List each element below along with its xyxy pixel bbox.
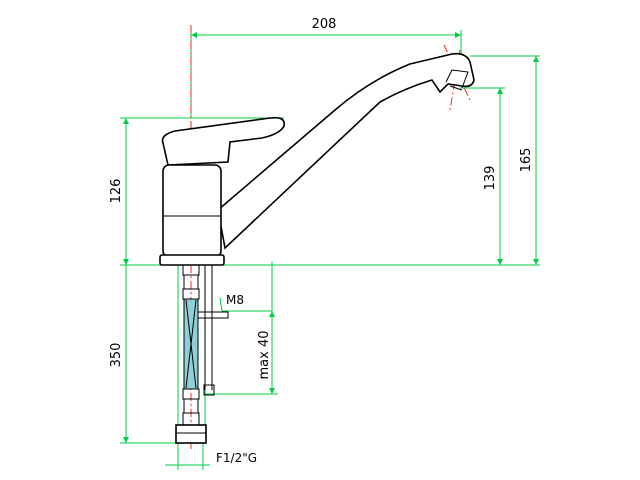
dim-139: 139 bbox=[483, 166, 498, 191]
dim-max-40: max 40 bbox=[257, 331, 272, 380]
dimension-labels: 208 126 139 165 350 max 40 M8 F1/2"G bbox=[109, 17, 534, 465]
dim-126: 126 bbox=[109, 179, 124, 204]
dim-f12g: F1/2"G bbox=[216, 451, 257, 465]
dim-350: 350 bbox=[109, 343, 124, 368]
dim-165: 165 bbox=[519, 148, 534, 173]
dimension-arrows bbox=[123, 32, 539, 443]
dim-208: 208 bbox=[312, 17, 337, 32]
faucet-body bbox=[159, 52, 475, 266]
hose-assembly bbox=[175, 264, 229, 444]
dim-m8: M8 bbox=[226, 293, 244, 307]
